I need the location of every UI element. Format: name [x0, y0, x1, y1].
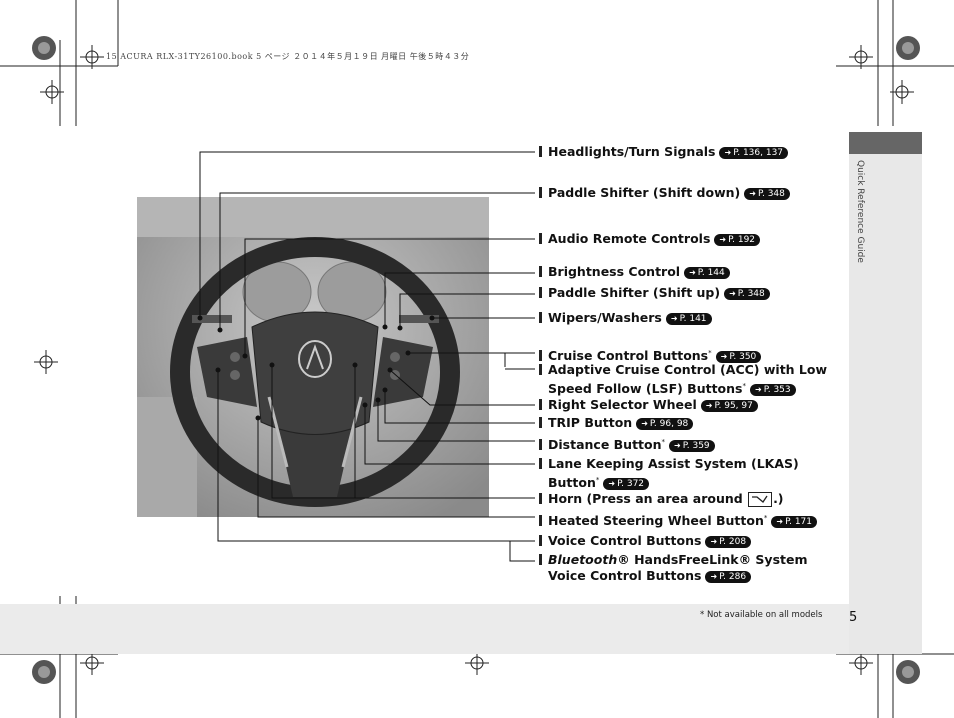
page-ref-link[interactable]: ➜P. 372 [603, 478, 650, 491]
page-ref-link[interactable]: ➜P. 171 [771, 516, 818, 529]
callout-brightness: Brightness Control➜P. 144 [539, 264, 730, 280]
page-ref-link[interactable]: ➜P. 192 [714, 234, 761, 246]
callout-acc-lsf: Adaptive Cruise Control (ACC) with Low S… [539, 362, 827, 397]
sidebar-panel [849, 132, 922, 654]
callout-cruise-control: Cruise Control Buttons*➜P. 350 [539, 345, 762, 364]
footer-band [0, 604, 849, 654]
callout-lkas-button: Lane Keeping Assist System (LKAS) Button… [539, 456, 799, 491]
page-ref-link[interactable]: ➜P. 350 [715, 351, 762, 364]
page-ref-link[interactable]: ➜P. 141 [665, 313, 712, 325]
footnote: * Not available on all models [700, 610, 823, 620]
callout-right-selector: Right Selector Wheel➜P. 95, 97 [539, 397, 758, 413]
page-ref-link[interactable]: ➜P. 359 [669, 440, 715, 453]
callout-voice-control: Voice Control Buttons➜P. 208 [539, 533, 752, 549]
page-ref-link[interactable]: ➜P. 208 [705, 536, 752, 548]
page-ref-link[interactable]: ➜P. 136, 137 [719, 147, 789, 159]
callout-paddle-shift-down: Paddle Shifter (Shift down)➜P. 348 [539, 185, 790, 201]
callout-distance-button: Distance Button*➜P. 359 [539, 434, 715, 453]
page-ref-link[interactable]: ➜P. 348 [744, 188, 790, 200]
page-ref-link[interactable]: ➜P. 144 [684, 267, 730, 279]
page-ref-link[interactable]: ➜P. 353 [749, 384, 796, 397]
horn-icon [748, 492, 773, 507]
print-header-line: 15 ACURA RLX-31TY26100.book 5 ページ ２０１４年５… [106, 52, 470, 61]
steering-wheel-photo [137, 197, 489, 517]
callout-horn: Horn (Press an area around .) [539, 491, 784, 507]
page-number: 5 [849, 610, 858, 625]
callout-paddle-shift-up: Paddle Shifter (Shift up)➜P. 348 [539, 285, 770, 301]
callout-wipers: Wipers/Washers➜P. 141 [539, 310, 712, 326]
page-ref-link[interactable]: ➜P. 96, 98 [636, 418, 694, 430]
callout-hfl-voice: Bluetooth® HandsFreeLink® System Voice C… [539, 552, 808, 584]
callout-trip-button: TRIP Button➜P. 96, 98 [539, 415, 694, 431]
page-ref-link[interactable]: ➜P. 286 [705, 571, 752, 583]
page-ref-link[interactable]: ➜P. 95, 97 [700, 400, 758, 412]
page-ref-link[interactable]: ➜P. 348 [724, 288, 770, 300]
sidebar-title: Quick Reference Guide [855, 160, 865, 263]
callout-heated-wheel: Heated Steering Wheel Button*➜P. 171 [539, 510, 818, 529]
callout-headlights: Headlights/Turn Signals➜P. 136, 137 [539, 144, 789, 160]
callout-audio-remote: Audio Remote Controls➜P. 192 [539, 231, 761, 247]
sidebar-tab [849, 132, 922, 154]
